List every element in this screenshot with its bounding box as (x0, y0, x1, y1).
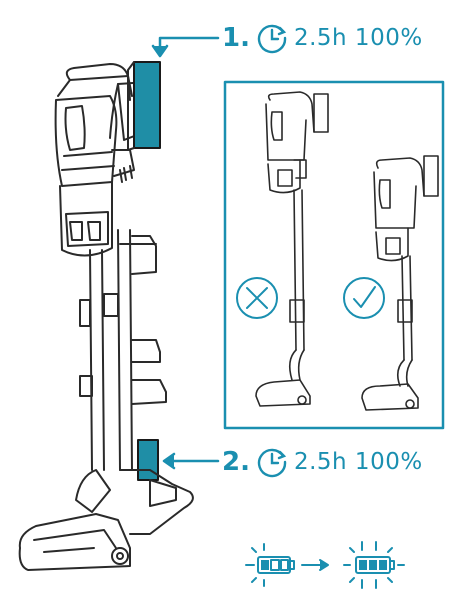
step1-arrow (151, 36, 220, 58)
step1-text: 2.5h 100% (293, 25, 423, 51)
battery-low-icon (245, 543, 295, 587)
battery-arrow (301, 559, 329, 571)
clock-icon (257, 24, 287, 54)
step1-label: 1. 2.5h 100% (222, 22, 423, 54)
clock-icon (257, 448, 287, 478)
cross-circle-icon (236, 277, 278, 319)
check-circle-icon (343, 277, 385, 319)
vacuum-on-dock-illustration (18, 61, 194, 571)
vacuum-incorrect-illustration (255, 91, 329, 407)
comparison-frame (223, 80, 445, 430)
step1-number: 1. (222, 23, 250, 53)
step2-label: 2. 2.5h 100% (222, 446, 423, 478)
battery-full-icon (343, 541, 405, 589)
step2-number: 2. (222, 447, 250, 477)
step2-arrow (162, 452, 220, 470)
vacuum-correct-illustration (361, 155, 439, 411)
step2-text: 2.5h 100% (293, 449, 423, 475)
